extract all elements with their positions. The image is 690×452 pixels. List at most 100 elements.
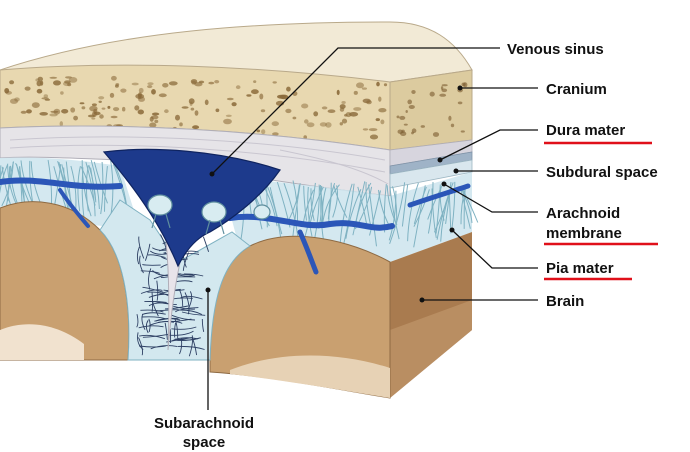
trabecula — [187, 291, 193, 309]
label-subdural-space: Subdural space — [546, 164, 658, 181]
bone-pore — [378, 108, 387, 113]
trabecula — [436, 182, 454, 240]
bone-pore — [339, 104, 346, 109]
bone-pore — [260, 109, 266, 113]
bone-pore — [362, 128, 369, 131]
bone-pore — [448, 115, 452, 121]
trabecula — [100, 161, 104, 215]
bone-pore — [457, 101, 463, 105]
bone-pore — [400, 131, 407, 136]
bone-pore — [39, 112, 48, 116]
bone-pore — [147, 85, 153, 89]
bone-pore — [327, 109, 336, 113]
bone-pore — [4, 88, 10, 94]
trabecula — [339, 183, 353, 244]
trabecula — [151, 291, 154, 312]
trabecula — [140, 289, 163, 294]
trabecula — [177, 345, 205, 350]
trabecula — [439, 186, 445, 221]
trabecula — [178, 309, 203, 315]
trabecula — [327, 182, 332, 219]
bone-pore — [399, 115, 406, 120]
red-underlines — [544, 141, 658, 281]
bone-pore — [440, 86, 444, 90]
bone-pore — [429, 91, 435, 97]
bone-pore — [405, 110, 408, 113]
bone-pore — [362, 98, 371, 104]
trabecula — [149, 321, 174, 326]
trabecula — [184, 292, 190, 315]
trabecula — [142, 264, 161, 266]
bone-pore — [190, 107, 195, 111]
trabecula — [314, 186, 320, 240]
trabecula — [357, 186, 368, 227]
bone-pore — [345, 112, 352, 118]
brain-side-face-light — [390, 300, 472, 398]
bone-pore — [376, 81, 380, 87]
bone-pore — [368, 128, 378, 132]
bone-pore — [339, 122, 343, 126]
trabecula — [460, 186, 473, 223]
bone-pore — [272, 132, 279, 136]
trabecula — [148, 268, 152, 290]
bone-pore — [286, 86, 291, 92]
trabecula — [137, 332, 144, 350]
bone-pore — [60, 91, 64, 95]
bone-pore — [285, 108, 292, 114]
bone-pore — [181, 106, 189, 109]
trabecula — [181, 311, 206, 316]
trabecula — [140, 309, 164, 313]
bone-pore — [147, 82, 154, 86]
trabecula — [138, 236, 145, 259]
bone-pore — [383, 83, 388, 87]
trabecula — [191, 337, 198, 356]
trabecula — [343, 183, 355, 246]
bone-pore — [313, 111, 319, 117]
trabecula — [401, 184, 409, 227]
trabecula — [431, 188, 437, 238]
bone-pore — [70, 107, 76, 113]
bone-pore — [151, 112, 160, 116]
bone-pore — [261, 129, 266, 135]
bone-pore — [120, 88, 127, 93]
trabecula — [141, 316, 166, 320]
bone-pore — [154, 119, 159, 124]
bone-pore — [231, 102, 237, 107]
bone-pore — [319, 122, 327, 127]
trabecula — [183, 273, 204, 277]
bone-pore — [93, 111, 101, 116]
bone-pore — [450, 123, 455, 128]
label-cranium: Cranium — [546, 81, 607, 98]
trabecula — [352, 181, 366, 236]
label-arachnoid-line1: Arachnoid — [546, 205, 620, 222]
trabecula — [154, 300, 177, 305]
bone-pore — [411, 90, 416, 94]
bone-pore — [61, 109, 69, 114]
trabecula — [174, 337, 201, 341]
bone-pore — [175, 114, 180, 121]
bone-pore — [192, 125, 200, 130]
bone-pore — [138, 87, 144, 94]
bone-pore — [41, 97, 49, 100]
trabecula — [140, 270, 160, 274]
trabecula — [138, 325, 164, 329]
label-venous-sinus: Venous sinus — [507, 41, 604, 58]
bone-pore — [225, 114, 232, 118]
trabecula — [174, 319, 179, 339]
trabecula — [142, 312, 166, 316]
venous-sinus — [102, 148, 281, 268]
bone-pore — [353, 90, 358, 95]
trabecula — [141, 313, 146, 330]
trabecula — [172, 305, 196, 310]
trabecula — [413, 189, 430, 227]
trabecula — [136, 246, 140, 265]
bone-pore — [37, 76, 43, 82]
bone-pore — [253, 80, 257, 83]
leader-venous-sinus — [211, 47, 500, 175]
bone-pore — [336, 89, 340, 96]
trabecula — [310, 188, 315, 221]
bone-pore — [369, 134, 379, 140]
trabecula — [369, 190, 381, 236]
bone-pore — [441, 84, 448, 87]
brain-white-matter — [0, 324, 84, 360]
